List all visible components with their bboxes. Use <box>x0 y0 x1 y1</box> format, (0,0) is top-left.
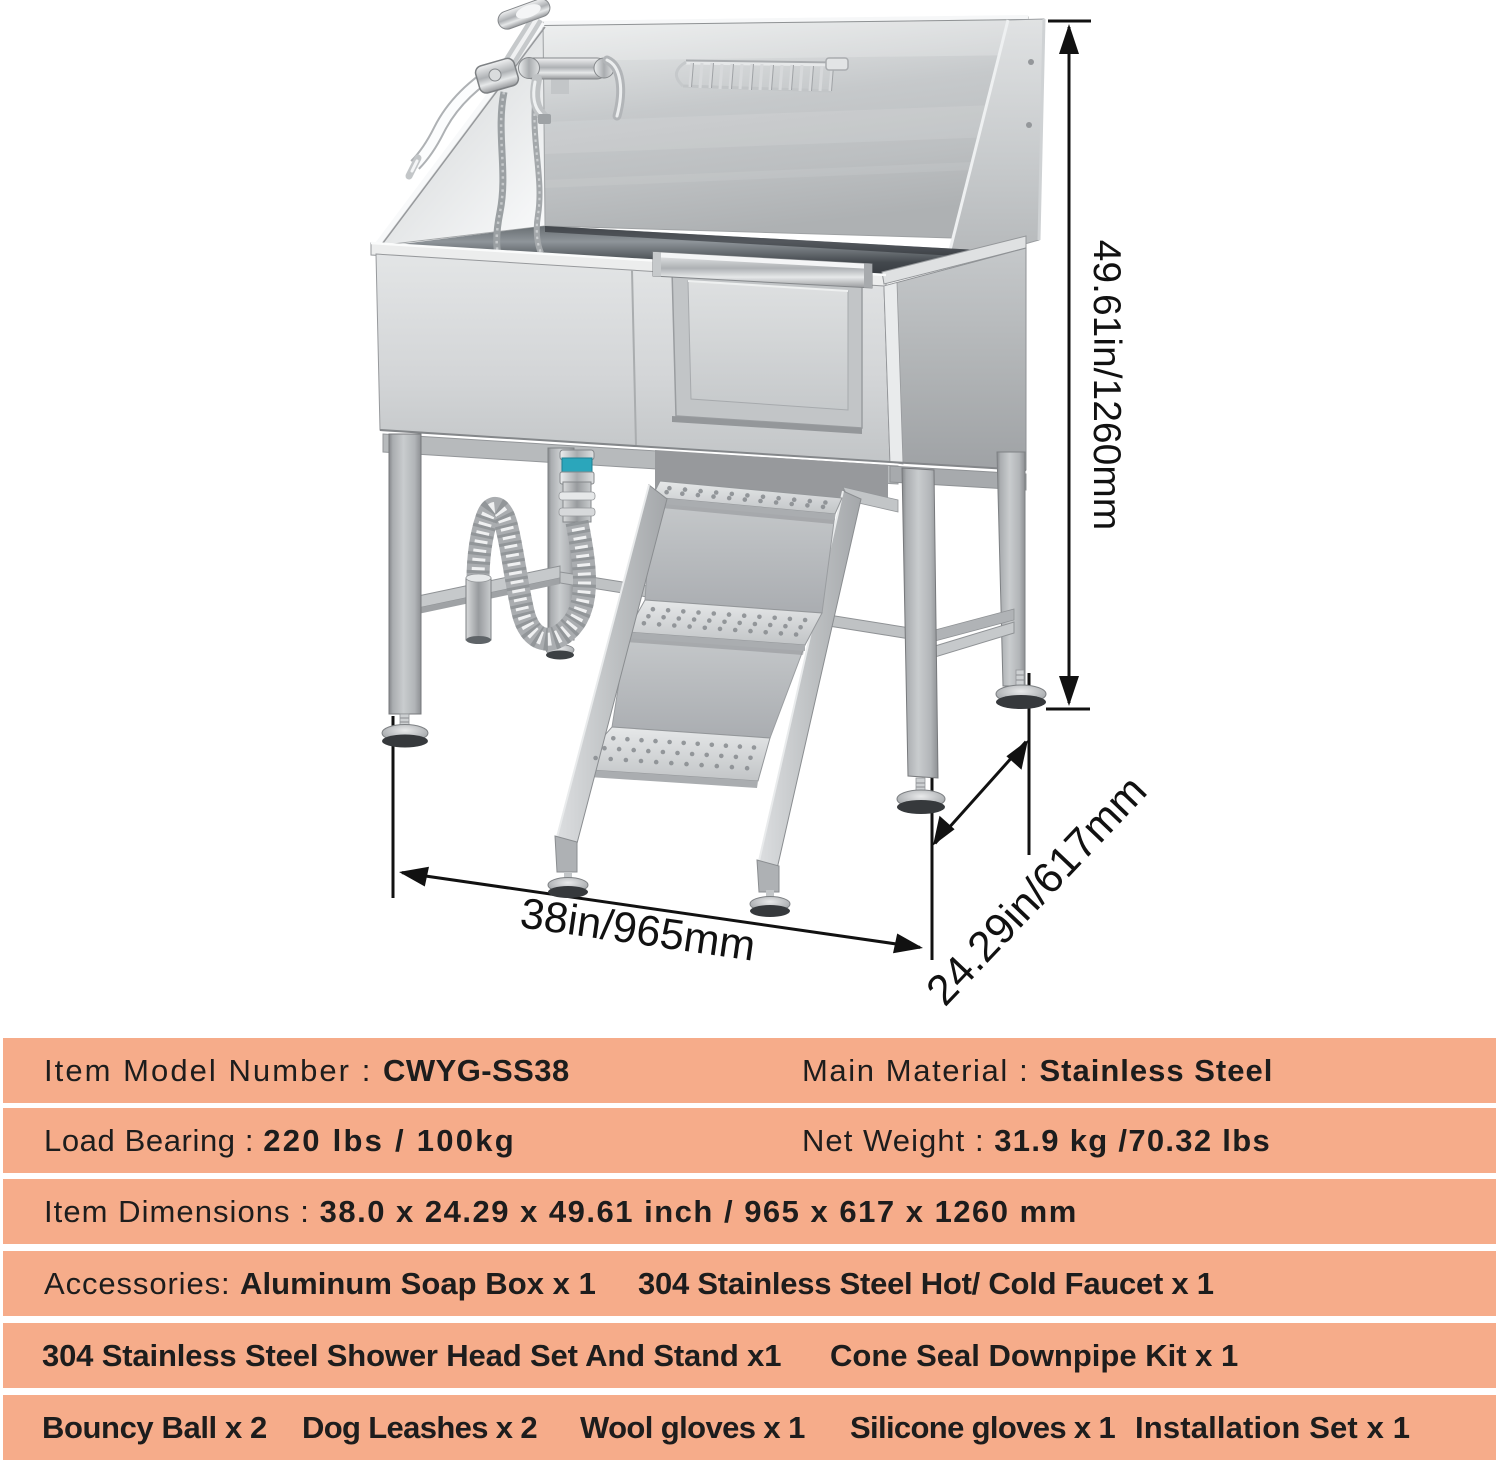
width-dimension-label: 38in/965mm <box>517 889 758 970</box>
spec-net-weight: Net Weight : 31.9 kg /70.32 lbs <box>802 1123 1271 1158</box>
spec-accessories-soap-box: Accessories: Aluminum Soap Box x 1 <box>44 1266 596 1301</box>
spec-accessories-silicone-gloves: Silicone gloves x 1 <box>850 1410 1116 1445</box>
drain-assembly <box>465 449 596 651</box>
spec-main-material: Main Material : Stainless Steel <box>802 1053 1274 1088</box>
hand-sprayer <box>474 0 551 94</box>
front-right-leg <box>896 467 946 814</box>
cabinet <box>375 247 1027 471</box>
spec-accessories-shower-head: 304 Stainless Steel Shower Head Set And … <box>42 1338 782 1373</box>
removable-door-panel <box>671 269 863 434</box>
front-left-leg <box>381 433 429 748</box>
spec-item-dimensions: Item Dimensions : 38.0 x 24.29 x 49.61 i… <box>44 1194 1078 1229</box>
spec-item-model-number: Item Model Number : CWYG-SS38 <box>44 1053 570 1088</box>
spec-row-load-weight: Load Bearing : 220 lbs / 100kg Net Weigh… <box>3 1108 1496 1173</box>
spec-accessories-dog-leashes: Dog Leashes x 2 <box>302 1410 538 1445</box>
spec-row-model-material: Item Model Number : CWYG-SS38 Main Mater… <box>3 1038 1496 1103</box>
depth-dimension-label: 24.29in/617mm <box>917 767 1156 1015</box>
shower-caddy-basket <box>674 57 849 93</box>
spec-row-dimensions: Item Dimensions : 38.0 x 24.29 x 49.61 i… <box>3 1179 1496 1244</box>
spec-accessories-wool-gloves: Wool gloves x 1 <box>580 1410 805 1445</box>
spec-accessories-downpipe: Cone Seal Downpipe Kit x 1 <box>830 1338 1239 1373</box>
faucet-assembly <box>405 0 626 180</box>
cabinet-right-face <box>883 247 1027 471</box>
tread-perforations <box>593 485 828 771</box>
spec-row-accessories-2: 304 Stainless Steel Shower Head Set And … <box>3 1323 1496 1388</box>
spec-row-accessories-1: Accessories: Aluminum Soap Box x 1 304 S… <box>3 1251 1496 1316</box>
spec-load-bearing: Load Bearing : 220 lbs / 100kg <box>44 1123 516 1158</box>
door-handle-bar <box>652 251 873 289</box>
height-dimension-label: 49.61in/1260mm <box>1085 240 1128 531</box>
faucet-hoses <box>493 91 544 255</box>
step-stairs <box>547 450 899 917</box>
spec-accessories-bouncy-ball: Bouncy Ball x 2 <box>42 1410 267 1445</box>
spec-accessories-installation-set: Installation Set x 1 <box>1135 1410 1411 1445</box>
product-diagram: 49.61in/1260mm 38in/965mm 24.29in/617mm <box>370 0 1156 1015</box>
spec-row-accessories-3: Bouncy Ball x 2 Dog Leashes x 2 Wool glo… <box>3 1395 1496 1460</box>
rear-right-leg <box>995 451 1047 709</box>
right-splash-panel <box>944 18 1046 267</box>
spec-accessories-faucet: 304 Stainless Steel Hot/ Cold Faucet x 1 <box>638 1266 1214 1301</box>
grooming-tub-illustration <box>370 0 1047 917</box>
back-splash-panel <box>542 15 1029 241</box>
